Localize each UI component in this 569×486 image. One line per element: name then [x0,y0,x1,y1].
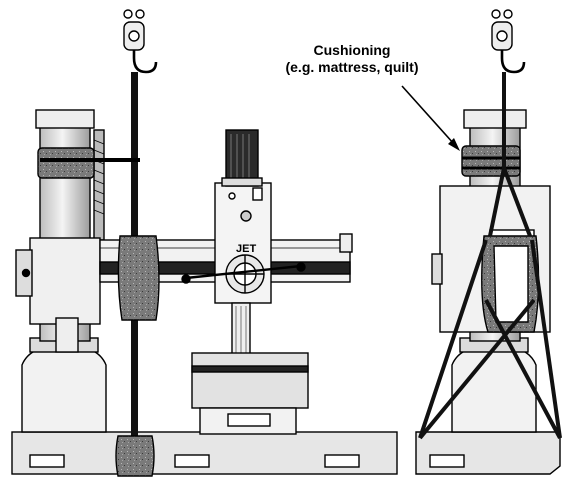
cushion-icon [37,147,95,179]
callout-arrow-icon [401,85,460,151]
work-table [191,352,309,409]
front-view-drill-press: JET [11,9,398,477]
crane-hook-icon [491,9,526,74]
side-view-drill-press [415,9,562,475]
cushioning-callout: Cushioning (e.g. mattress, quilt) [262,42,442,76]
cushion-icon [117,235,160,321]
cushion-icon [115,435,155,477]
arm-carriage [29,237,101,325]
brand-plate: JET [236,243,256,255]
base-plate [11,431,398,475]
callout-subtitle: (e.g. mattress, quilt) [285,59,419,75]
lifting-strap-icon [418,72,562,440]
crane-hook-icon [123,9,158,74]
column-pedestal [21,344,107,433]
callout-title: Cushioning [313,42,391,58]
cushion-icon [461,145,521,177]
